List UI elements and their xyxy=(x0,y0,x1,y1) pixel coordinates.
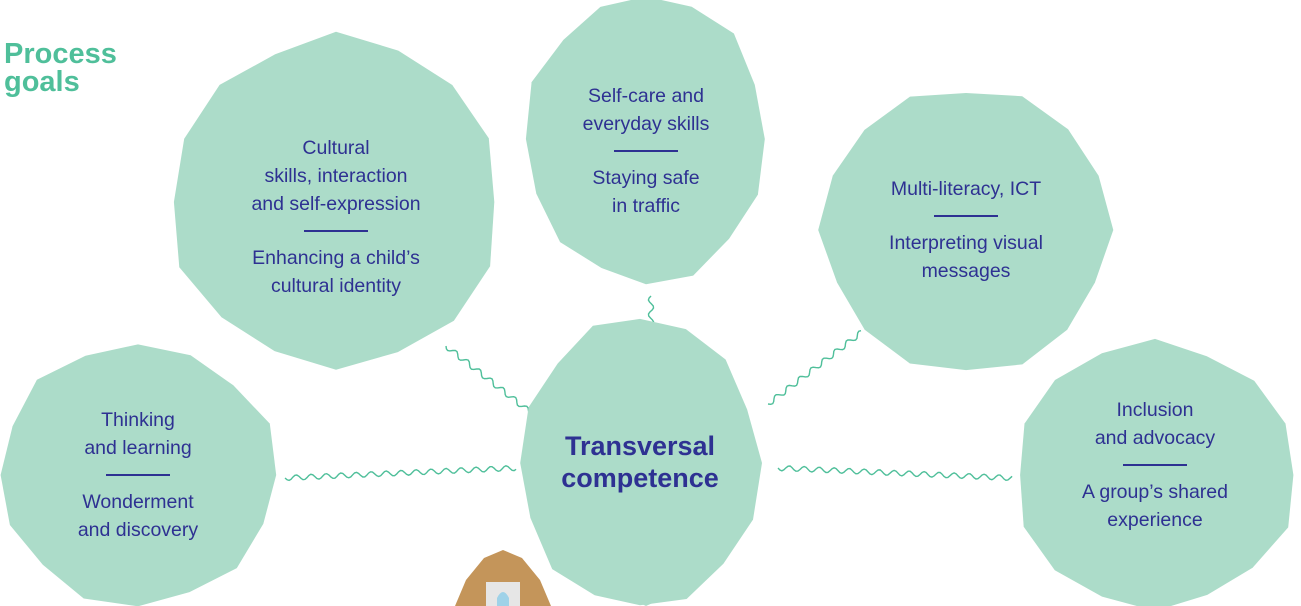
node-bottom-line: in traffic xyxy=(612,195,680,217)
node-divider xyxy=(106,474,170,476)
cultural-node-text: Cultural skills, interaction and self-expr… xyxy=(186,102,486,332)
cultural-blob xyxy=(173,31,495,370)
node-bottom-line: Staying safe xyxy=(592,167,700,189)
node-top-line: Self-care and xyxy=(588,85,704,107)
node-top-line: and learning xyxy=(84,437,192,459)
center-blob xyxy=(520,318,762,606)
connector-thinking xyxy=(284,465,517,482)
connectors xyxy=(284,295,1013,482)
node-bottom-line: A group’s shared xyxy=(1082,481,1228,503)
node-top-line: Cultural xyxy=(302,137,370,159)
pointer-marker xyxy=(624,596,668,606)
node-top-line: Multi-literacy, ICT xyxy=(890,178,1042,200)
node-bottom-line: cultural identity xyxy=(270,275,402,297)
node-bottom-line: Interpreting visual xyxy=(889,232,1043,254)
decor xyxy=(455,550,668,606)
multiliteracy-blob xyxy=(818,93,1114,371)
node-bottom-line: and discovery xyxy=(77,519,199,541)
node-divider xyxy=(1123,464,1187,466)
node-top-line: everyday skills xyxy=(582,113,710,135)
inclusion-node-text: Inclusion and advocacy A group’s shared exp… xyxy=(1030,370,1280,560)
multiliteracy-node-text: Multi-literacy, ICT Interpreting visual me… xyxy=(836,145,1096,315)
node-bottom-line: experience xyxy=(1107,509,1203,531)
node-bottom-line: Wonderment xyxy=(82,491,194,513)
node-bottom-line: messages xyxy=(921,260,1011,282)
inclusion-blob xyxy=(1020,338,1294,606)
node-top-line: Thinking xyxy=(101,409,175,431)
connector-multiliteracy xyxy=(767,330,862,406)
selfcare-blob xyxy=(525,0,765,285)
center-label: Transversal competence xyxy=(561,431,719,493)
connector-cultural xyxy=(445,345,530,414)
node-bottom-line: Enhancing a child’s xyxy=(252,247,420,269)
node-divider xyxy=(614,150,678,152)
node-top-line: skills, interaction xyxy=(264,165,408,187)
node-top-line: Inclusion xyxy=(1116,399,1194,421)
node-top-line: and advocacy xyxy=(1094,427,1216,449)
node-divider xyxy=(304,230,368,232)
connector-inclusion xyxy=(777,465,1013,482)
process-goals-title: Process goals xyxy=(4,38,117,98)
node-top-line: and self-expression xyxy=(251,193,421,215)
node-divider xyxy=(934,215,998,217)
house-illustration xyxy=(455,550,551,606)
